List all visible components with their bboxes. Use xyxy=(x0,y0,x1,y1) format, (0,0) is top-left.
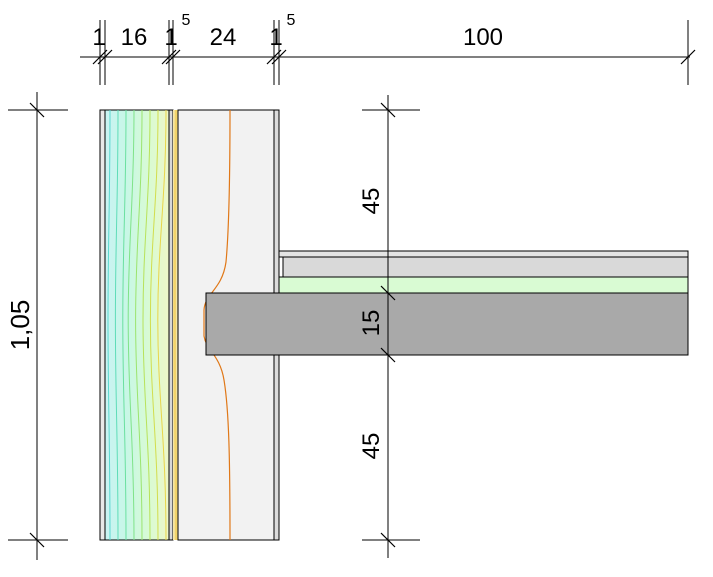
dim-label-1a: 1 xyxy=(92,24,105,51)
dim-label-5a: 5 xyxy=(182,12,191,29)
dim-label-1b: 1 xyxy=(164,24,177,51)
concrete-slab xyxy=(205,292,689,356)
isotherm-warm-line xyxy=(203,109,231,541)
dim-label-100: 100 xyxy=(463,24,503,51)
isotherm-line xyxy=(157,109,167,541)
insulation-layer xyxy=(104,109,170,541)
isotherm-line xyxy=(135,109,143,541)
dim-label-upper-45: 45 xyxy=(358,188,385,215)
adhesive-layer xyxy=(168,109,174,541)
dim-label-24: 24 xyxy=(210,24,237,51)
isotherm-lines xyxy=(107,109,167,541)
floor-screed xyxy=(282,256,689,278)
dim-label-lower-45: 45 xyxy=(358,433,385,460)
dim-label-15: 15 xyxy=(358,310,385,337)
floor-top-finish xyxy=(278,250,689,258)
isotherm-line xyxy=(114,109,119,541)
exterior-finish-layer xyxy=(99,109,106,541)
isotherm-line xyxy=(127,109,135,541)
dim-label-1c: 1 xyxy=(269,24,282,51)
left-height-dimension: 1,05 xyxy=(5,92,68,560)
isotherm-line xyxy=(142,109,151,541)
isotherm-line xyxy=(107,109,111,541)
right-dimension-chain: 45 15 45 xyxy=(358,95,420,558)
dim-label-height: 1,05 xyxy=(5,300,35,351)
floor-slab xyxy=(205,250,689,356)
dim-label-16: 16 xyxy=(121,24,148,51)
isotherm-line xyxy=(149,109,159,541)
isotherm-yellow-line xyxy=(173,109,178,541)
top-dimension-chain: 1 16 1 5 24 1 5 100 xyxy=(80,12,696,85)
floor-insulation-band xyxy=(278,276,689,294)
isotherm-line xyxy=(122,109,127,541)
dim-label-5b: 5 xyxy=(287,12,296,29)
